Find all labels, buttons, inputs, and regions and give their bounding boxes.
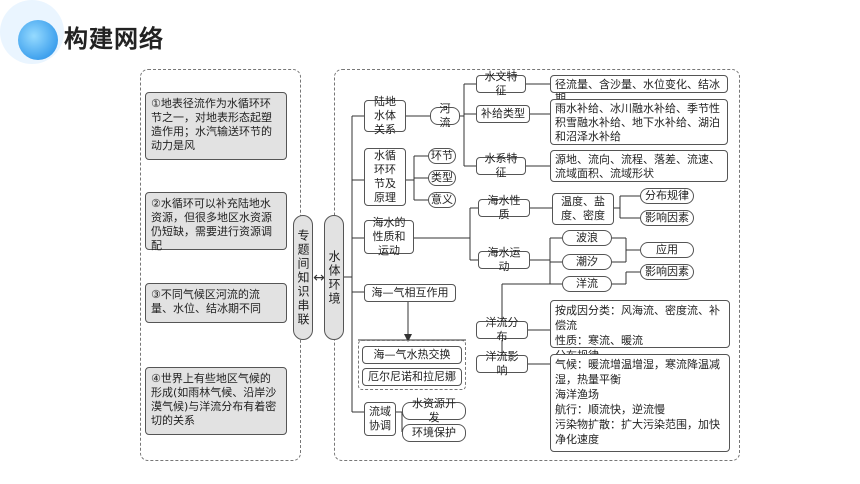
distribution-law-node: 分布规律 xyxy=(640,188,694,204)
hydro-feature-node: 水文特征 xyxy=(476,70,526,97)
sea-props-node: 海水的性质和运动 xyxy=(364,216,414,257)
current-effect-node: 洋流影响 xyxy=(476,350,528,377)
sea-nature-node: 海水性质 xyxy=(478,194,530,221)
supply-type-node: 补给类型 xyxy=(476,105,530,123)
application-node: 应用 xyxy=(640,242,694,258)
system-feature-node: 水系特征 xyxy=(476,152,526,179)
topic-label: 专题间知识串联 xyxy=(293,215,313,340)
enso-node: 厄尔尼诺和拉尼娜 xyxy=(362,368,462,386)
current-dist-node: 洋流分布 xyxy=(476,316,528,343)
bidirectional-arrow: ↔ xyxy=(313,270,325,286)
current-node: 洋流 xyxy=(562,276,612,292)
header-logo-circle xyxy=(18,20,58,60)
sea-air-node: 海—气相互作用 xyxy=(364,284,456,302)
cycle-item-3: 意义 xyxy=(428,192,456,208)
left-item-1: ①地表径流作为水循环环节之一，对地表形态起塑造作用；水汽输送环节的动力是风 xyxy=(145,92,287,160)
left-item-2: ②水循环可以补充陆地水资源，但很多地区水资源仍短缺，需要进行资源调配 xyxy=(145,192,287,252)
left-item-3: ③不同气候区河流的流量、水位、结冰期不同 xyxy=(145,283,287,323)
land-water-node: 陆地水体关系 xyxy=(364,95,406,136)
sea-motion-node: 海水运动 xyxy=(478,246,530,273)
hydro-detail: 径流量、含沙量、水位变化、结冰期 xyxy=(550,75,728,105)
river-node: 河流 xyxy=(430,102,460,129)
influence-node-2: 影响因素 xyxy=(640,264,694,280)
page-title: 构建网络 xyxy=(64,25,164,53)
tide-node: 潮汐 xyxy=(562,254,612,270)
current-effect-detail: 气候：暖流增温增湿，寒流降温减湿，热量平衡 海洋渔场 航行：顺流快，逆流慢 污染… xyxy=(550,354,730,452)
header-logo-ring xyxy=(0,0,64,64)
cycle-item-1: 环节 xyxy=(428,148,456,164)
heat-exchange-node: 海—气水热交换 xyxy=(362,346,462,364)
current-dist-detail: 按成因分类：风海流、密度流、补偿流 性质：寒流、暖流 分布规律 xyxy=(550,300,730,362)
cycle-item-2: 类型 xyxy=(428,170,456,186)
supply-detail: 雨水补给、冰川融水补给、季节性积雪融水补给、地下水补给、湖泊和沼泽水补给 xyxy=(550,99,728,145)
system-detail: 源地、流向、流程、落差、流速、流域面积、流域形状 xyxy=(550,150,728,182)
left-item-4: ④世界上有些地区气候的形成(如雨林气候、沿岸沙漠气候)与洋流分布有着密切的关系 xyxy=(145,367,287,435)
sea-nature-detail: 温度、盐度、密度 xyxy=(552,193,614,225)
basin-node: 流域协调 xyxy=(364,402,396,436)
influence-node-1: 影响因素 xyxy=(640,210,694,226)
env-protect-node: 环境保护 xyxy=(402,424,466,442)
cycle-node: 水循环环节及原理 xyxy=(364,148,406,206)
water-dev-node: 水资源开发 xyxy=(402,397,466,424)
wave-node: 波浪 xyxy=(562,230,612,246)
sea-air-group xyxy=(358,340,466,390)
root-node: 水体环境 xyxy=(324,215,344,340)
